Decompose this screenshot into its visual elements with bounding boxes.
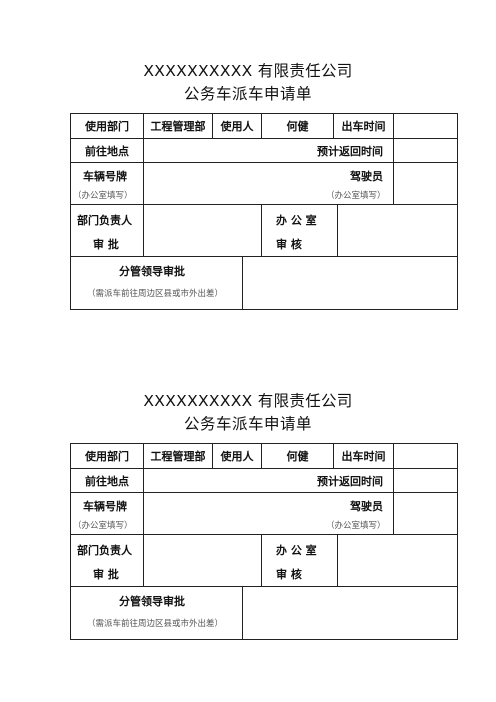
leader-label-cell: 分管领导审批 （需派车前往周边区县或市外出差） [71, 587, 243, 639]
leader-field[interactable] [243, 587, 457, 639]
driver-note: （办公室填写） [326, 521, 386, 531]
dept-approve-label: 审 批 [93, 568, 119, 581]
department-value[interactable]: 工程管理部 [144, 444, 213, 469]
office-label: 办 公 室 [276, 214, 317, 227]
office-label: 办 公 室 [276, 544, 317, 557]
dept-head-field[interactable] [144, 535, 262, 587]
plate-label-cell: 车辆号牌 （办公室填写） [71, 163, 144, 205]
office-field[interactable] [338, 205, 457, 257]
company-title: XXXXXXXXXX 有限责任公司 [143, 392, 353, 410]
department-value[interactable]: 工程管理部 [144, 114, 213, 139]
driver-label-cell: 驾驶员 （办公室填写） [294, 163, 394, 205]
application-form-bottom: XXXXXXXXXX 有限责任公司 公务车派车申请单 使用部门 工程管理部 使用… [0, 390, 496, 640]
plate-field[interactable] [144, 163, 294, 205]
plate-label: 车辆号牌 [83, 500, 127, 513]
plate-field[interactable] [144, 493, 294, 535]
depart-time-field[interactable] [394, 444, 457, 469]
leader-label-cell: 分管领导审批 （需派车前往周边区县或市外出差） [71, 257, 243, 309]
driver-label-cell: 驾驶员 （办公室填写） [294, 493, 394, 535]
driver-note: （办公室填写） [326, 191, 386, 201]
user-label: 使用人 [213, 444, 262, 469]
plate-label: 车辆号牌 [83, 170, 127, 183]
office-label-cell: 办 公 室 审 核 [262, 205, 338, 257]
dept-head-label: 部门负责人 [77, 544, 132, 557]
dept-head-label-cell: 部门负责人 审 批 [71, 205, 144, 257]
form-table: 使用部门 工程管理部 使用人 何健 出车时间 前往地点 预计返回时间 车辆号牌 … [70, 443, 458, 640]
office-review-label: 审 核 [276, 238, 302, 251]
driver-label: 驾驶员 [350, 500, 383, 513]
user-label: 使用人 [213, 114, 262, 139]
destination-field[interactable] [144, 469, 294, 493]
destination-label: 前往地点 [71, 469, 144, 493]
office-field[interactable] [338, 535, 457, 587]
leader-note: （需派车前往周边区县或市外出差） [87, 289, 224, 299]
department-label: 使用部门 [71, 114, 144, 139]
depart-time-field[interactable] [394, 114, 457, 139]
return-time-label: 预计返回时间 [294, 139, 394, 163]
department-label: 使用部门 [71, 444, 144, 469]
form-title: 公务车派车申请单 [183, 415, 312, 433]
driver-field[interactable] [394, 493, 457, 535]
leader-approve-label: 分管领导审批 [119, 265, 185, 278]
return-time-field[interactable] [394, 469, 457, 493]
user-value[interactable]: 何健 [262, 444, 334, 469]
office-label-cell: 办 公 室 审 核 [262, 535, 338, 587]
company-title: XXXXXXXXXX 有限责任公司 [143, 62, 353, 80]
dept-head-label-cell: 部门负责人 审 批 [71, 535, 144, 587]
depart-time-label: 出车时间 [334, 444, 394, 469]
return-time-label: 预计返回时间 [294, 469, 394, 493]
leader-field[interactable] [243, 257, 457, 309]
destination-label: 前往地点 [71, 139, 144, 163]
driver-field[interactable] [394, 163, 457, 205]
user-value[interactable]: 何健 [262, 114, 334, 139]
form-title: 公务车派车申请单 [183, 85, 312, 103]
plate-label-cell: 车辆号牌 （办公室填写） [71, 493, 144, 535]
leader-approve-label: 分管领导审批 [119, 595, 185, 608]
office-review-label: 审 核 [276, 568, 302, 581]
leader-note: （需派车前往周边区县或市外出差） [87, 619, 224, 629]
driver-label: 驾驶员 [350, 170, 383, 183]
form-table: 使用部门 工程管理部 使用人 何健 出车时间 前往地点 预计返回时间 车辆号牌 … [70, 113, 458, 310]
dept-head-field[interactable] [144, 205, 262, 257]
depart-time-label: 出车时间 [334, 114, 394, 139]
return-time-field[interactable] [394, 139, 457, 163]
plate-note: （办公室填写） [73, 521, 133, 531]
plate-note: （办公室填写） [73, 191, 133, 201]
destination-field[interactable] [144, 139, 294, 163]
application-form-top: XXXXXXXXXX 有限责任公司 公务车派车申请单 使用部门 工程管理部 使用… [0, 60, 496, 310]
dept-approve-label: 审 批 [93, 238, 119, 251]
dept-head-label: 部门负责人 [77, 214, 132, 227]
